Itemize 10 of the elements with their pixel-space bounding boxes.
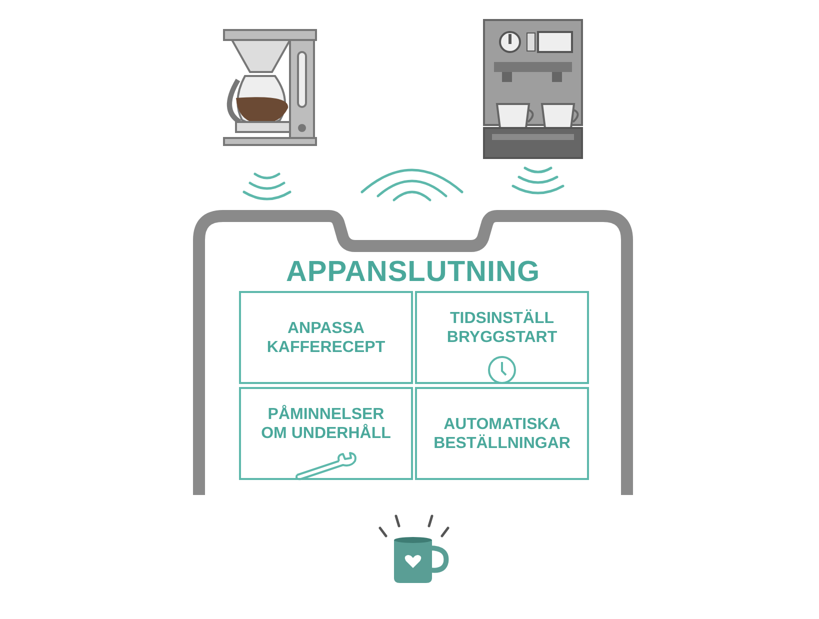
phone-frame <box>193 210 633 495</box>
feature-panel <box>415 387 589 480</box>
feature-panel <box>415 291 589 384</box>
feature-label: ANPASSA KAFFERECEPT <box>266 318 386 356</box>
feature-label: AUTOMATISKA BESTÄLLNINGAR <box>434 414 570 452</box>
feature-panel <box>239 387 413 480</box>
feature-label: PÅMINNELSER OM UNDERHÅLL <box>260 405 392 443</box>
heading: APPANSLUTNING <box>286 256 540 288</box>
feature-label: TIDSINSTÄLL BRYGGSTART <box>446 309 558 347</box>
feature-panel <box>239 291 413 384</box>
